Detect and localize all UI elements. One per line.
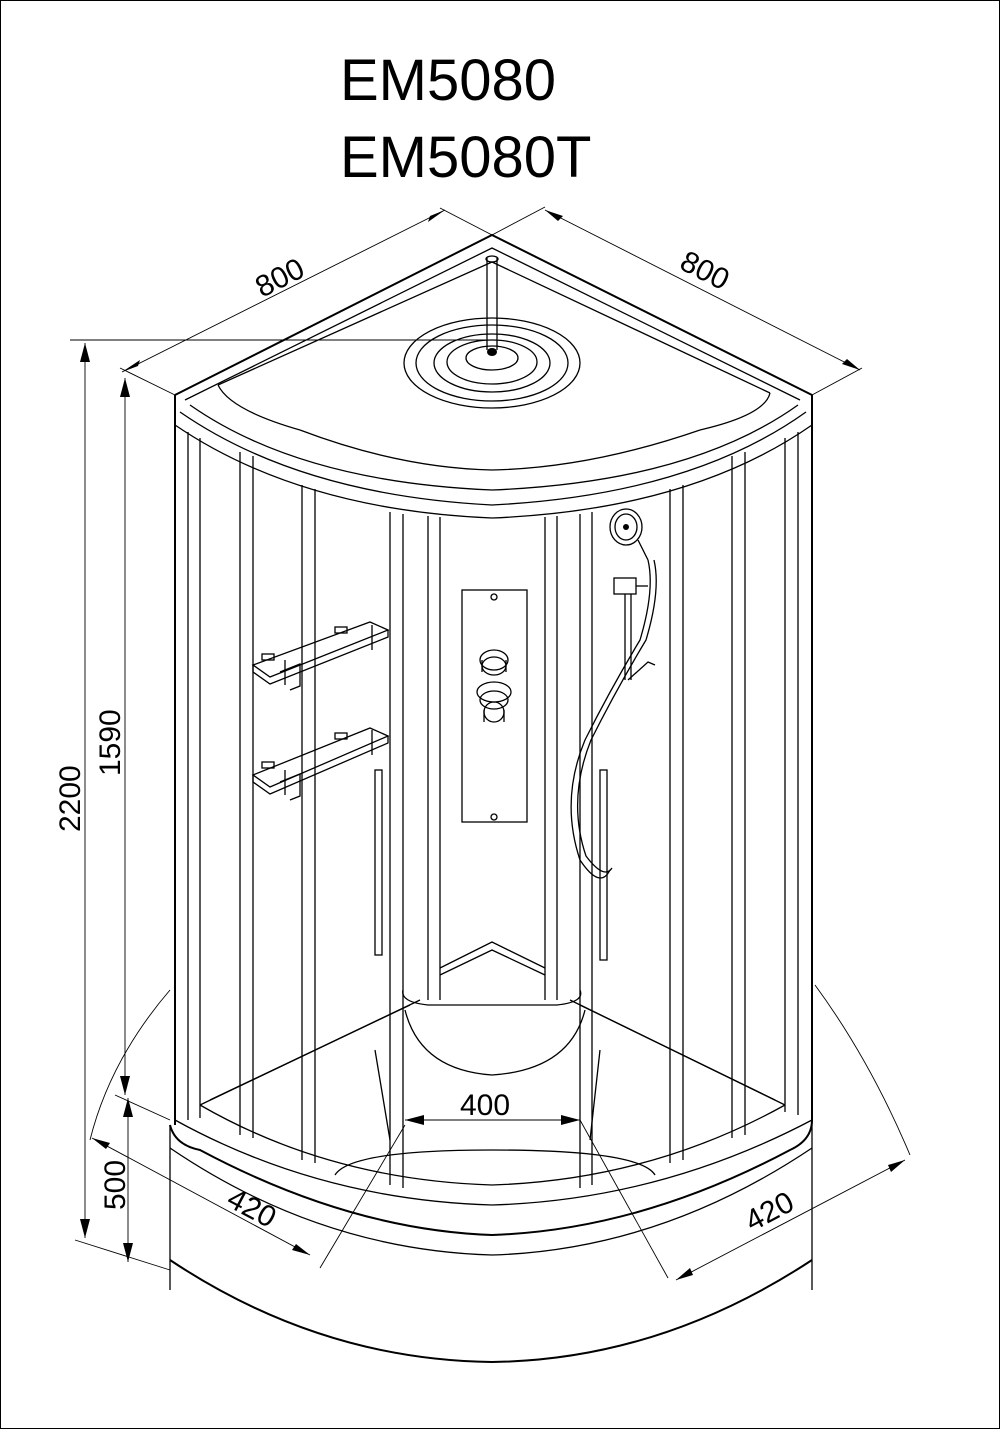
dim-label-door-width: 400 xyxy=(460,1089,510,1122)
control-knob-icon xyxy=(479,649,509,676)
glass-shelf-lower xyxy=(251,727,390,801)
back-corner xyxy=(402,941,582,1006)
mixer-knob-icon xyxy=(476,681,512,723)
hand-shower-icon xyxy=(570,508,657,879)
shower-tray xyxy=(169,999,813,1364)
dim-label-width-right: 800 xyxy=(675,245,735,297)
dim-label-radius-right: 420 xyxy=(740,1186,800,1239)
model-title-2: EM5080T xyxy=(340,125,591,190)
dim-label-width-left: 800 xyxy=(250,252,310,304)
dimension-cabin-height: 1590 xyxy=(94,378,130,1095)
cabin-roof xyxy=(174,233,813,519)
dim-label-total-height: 2200 xyxy=(54,765,87,832)
model-title-1: EM5080 xyxy=(340,48,556,113)
dimension-width-left: 800 xyxy=(119,207,493,396)
rain-shower-head-icon xyxy=(403,255,581,409)
glass-shelf-upper xyxy=(251,621,390,691)
dimension-width-right: 800 xyxy=(491,206,863,396)
dim-label-radius-left: 420 xyxy=(222,1182,282,1235)
dim-label-cabin-height: 1590 xyxy=(94,709,127,776)
dim-label-tray-height: 500 xyxy=(99,1160,132,1210)
cabin-frame xyxy=(174,425,813,1188)
dimension-door-width: 400 xyxy=(405,1089,580,1125)
dimension-total-height: 2200 xyxy=(54,339,490,1238)
dimension-tray-height: 500 xyxy=(74,1094,171,1271)
control-panel xyxy=(461,589,528,823)
